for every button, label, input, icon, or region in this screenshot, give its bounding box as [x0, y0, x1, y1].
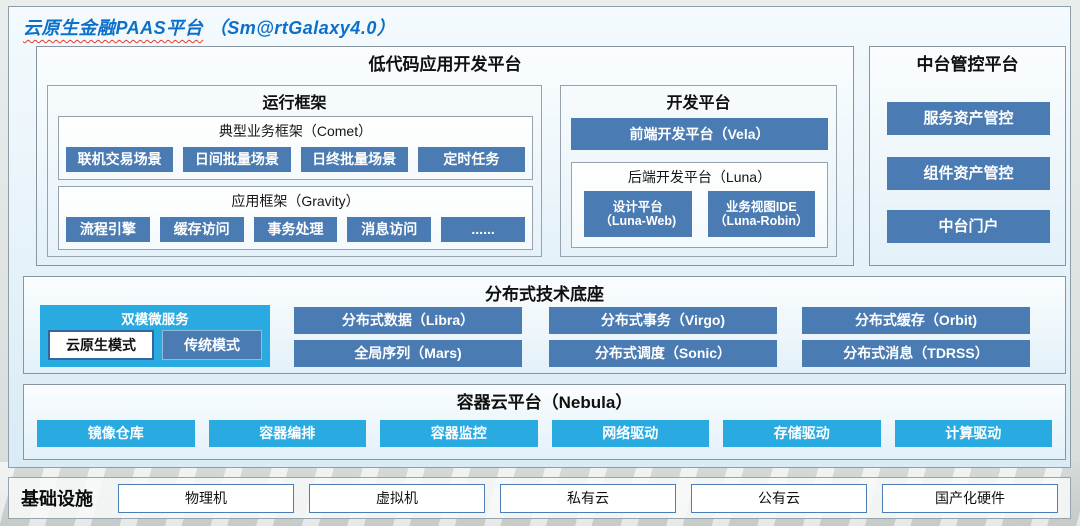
comet-framework-title: 典型业务框架（Comet）	[218, 123, 373, 139]
infrastructure-bar: 基础设施 物理机 虚拟机 私有云 公有云 国产化硬件	[8, 477, 1071, 519]
container-button-row: 镜像仓库 容器编排 容器监控 网络驱动 存储驱动 计算驱动	[37, 420, 1052, 447]
low-code-platform-title: 低代码应用开发平台	[368, 55, 522, 74]
distributed-button: 分布式数据（Libra）	[294, 307, 522, 334]
dual-mode-title: 双模微服务	[121, 312, 189, 327]
feature-button: 事务处理	[253, 217, 338, 242]
page-title-suffix: （Sm@rtGalaxy4.0）	[208, 18, 396, 38]
luna-robin-line2: （Luna-Robin）	[714, 214, 809, 228]
infrastructure-item: 物理机	[118, 483, 294, 513]
distributed-column: 分布式缓存（Orbit) 分布式消息（TDRSS）	[802, 305, 1030, 367]
gravity-button-row: 流程引擎 缓存访问 事务处理 消息访问 ......	[66, 217, 525, 242]
feature-button: ......	[441, 217, 525, 242]
feature-button: 定时任务	[417, 147, 525, 172]
main-panel: 云原生金融PAAS平台 （Sm@rtGalaxy4.0） 低代码应用开发平台 运…	[8, 6, 1071, 468]
luna-robin-button: 业务视图IDE （Luna-Robin）	[707, 191, 815, 237]
infrastructure-item: 国产化硬件	[882, 483, 1058, 513]
midplatform-button: 服务资产管控	[887, 102, 1050, 135]
luna-platform-box: 后端开发平台（Luna） 设计平台 （Luna-Web) 业务视图IDE （Lu…	[571, 162, 828, 248]
midplatform-title: 中台管控平台	[916, 55, 1019, 74]
runtime-framework-box: 运行框架 典型业务框架（Comet） 联机交易场景 日间批量场景 日终批量场景 …	[47, 85, 542, 257]
luna-web-button: 设计平台 （Luna-Web)	[584, 191, 692, 237]
midplatform-box: 中台管控平台 服务资产管控 组件资产管控 中台门户	[869, 46, 1066, 266]
dev-platform-box: 开发平台 前端开发平台（Vela） 后端开发平台（Luna） 设计平台 （Lun…	[560, 85, 837, 257]
container-feature-button: 网络驱动	[551, 420, 709, 447]
infrastructure-title: 基础设施	[21, 489, 93, 509]
container-cloud-box: 容器云平台（Nebula） 镜像仓库 容器编排 容器监控 网络驱动 存储驱动 计…	[23, 384, 1066, 460]
dev-platform-title: 开发平台	[666, 95, 731, 112]
traditional-mode-button: 传统模式	[162, 330, 262, 360]
infrastructure-item: 公有云	[691, 483, 867, 513]
midplatform-button: 中台门户	[887, 210, 1050, 243]
container-feature-button: 镜像仓库	[37, 420, 195, 447]
feature-button: 缓存访问	[159, 217, 244, 242]
distributed-base-title: 分布式技术底座	[485, 285, 604, 304]
comet-framework-box: 典型业务框架（Comet） 联机交易场景 日间批量场景 日终批量场景 定时任务	[58, 116, 533, 180]
luna-platform-title: 后端开发平台（Luna）	[627, 169, 772, 185]
distributed-column: 分布式事务（Virgo) 分布式调度（Sonic）	[549, 305, 777, 367]
feature-button: 消息访问	[347, 217, 432, 242]
distributed-button: 分布式事务（Virgo)	[549, 307, 777, 334]
container-feature-button: 容器监控	[380, 420, 538, 447]
cloud-native-mode-button: 云原生模式	[48, 330, 154, 360]
page-title-main: 云原生金融PAAS平台	[23, 18, 204, 38]
gravity-framework-title: 应用框架（Gravity）	[231, 193, 360, 209]
container-feature-button: 容器编排	[208, 420, 366, 447]
runtime-framework-title: 运行框架	[262, 95, 327, 112]
comet-button-row: 联机交易场景 日间批量场景 日终批量场景 定时任务	[66, 147, 525, 172]
infrastructure-item: 私有云	[500, 483, 676, 513]
container-feature-button: 存储驱动	[723, 420, 881, 447]
distributed-button: 分布式缓存（Orbit)	[802, 307, 1030, 334]
feature-button: 流程引擎	[66, 217, 150, 242]
luna-robin-line1: 业务视图IDE	[725, 199, 797, 214]
luna-button-row: 设计平台 （Luna-Web) 业务视图IDE （Luna-Robin）	[584, 191, 815, 237]
distributed-button: 全局序列（Mars)	[294, 340, 522, 367]
container-feature-button: 计算驱动	[894, 420, 1052, 447]
page-title: 云原生金融PAAS平台 （Sm@rtGalaxy4.0）	[23, 14, 395, 40]
container-cloud-title: 容器云平台（Nebula）	[456, 393, 633, 412]
luna-web-line2: （Luna-Web)	[599, 214, 677, 228]
infrastructure-item: 虚拟机	[309, 483, 485, 513]
midplatform-button: 组件资产管控	[887, 157, 1050, 190]
low-code-platform-box: 低代码应用开发平台 运行框架 典型业务框架（Comet） 联机交易场景 日间批量…	[36, 46, 854, 266]
distributed-column: 分布式数据（Libra） 全局序列（Mars)	[294, 305, 522, 367]
feature-button: 日间批量场景	[183, 147, 291, 172]
distributed-button: 分布式消息（TDRSS）	[802, 340, 1030, 367]
gravity-framework-box: 应用框架（Gravity） 流程引擎 缓存访问 事务处理 消息访问 ......	[58, 186, 533, 250]
dual-mode-microservice-box: 双模微服务 云原生模式 传统模式	[40, 305, 270, 367]
vela-button: 前端开发平台（Vela）	[571, 118, 828, 150]
distributed-button: 分布式调度（Sonic）	[549, 340, 777, 367]
feature-button: 联机交易场景	[66, 147, 174, 172]
luna-web-line1: 设计平台	[612, 199, 663, 214]
distributed-base-box: 分布式技术底座 双模微服务 云原生模式 传统模式 分布式数据（Libra） 全局…	[23, 276, 1066, 374]
feature-button: 日终批量场景	[300, 147, 408, 172]
